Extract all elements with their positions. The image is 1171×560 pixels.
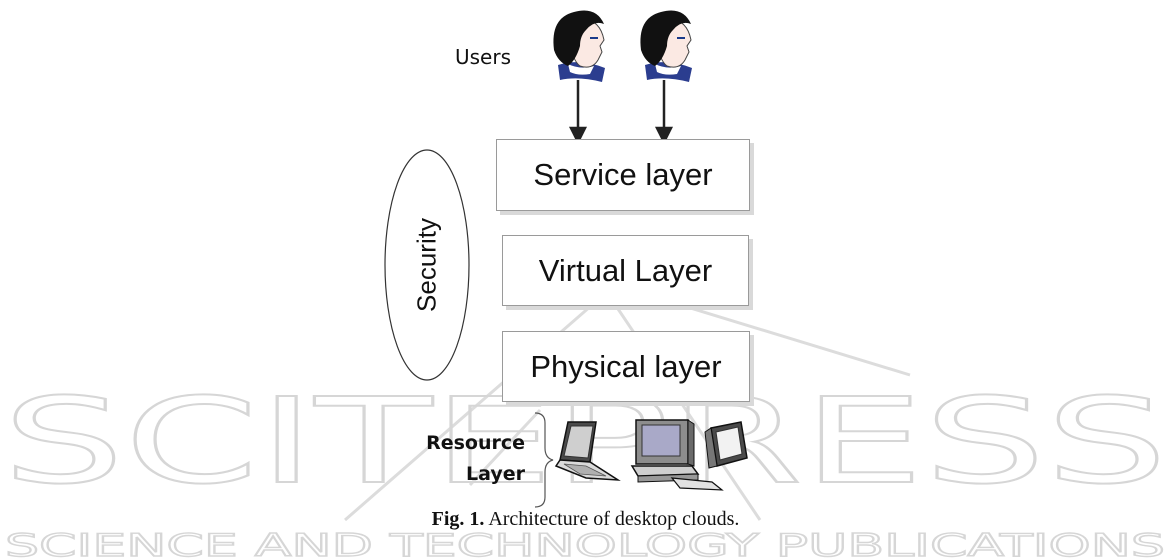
physical-layer-box: Physical layer bbox=[502, 331, 750, 402]
caption-text: Architecture of desktop clouds. bbox=[484, 508, 740, 530]
service-layer-box: Service layer bbox=[496, 139, 750, 211]
laptop-icon bbox=[554, 421, 621, 481]
resource-bracket bbox=[534, 412, 554, 508]
arrow bbox=[568, 80, 588, 145]
resource-label-line2: Layer bbox=[466, 463, 525, 485]
watermark-small: SCIENCE AND TECHNOLOGY PUBLICATIONS bbox=[5, 528, 1165, 560]
arrow bbox=[654, 80, 674, 145]
virtual-layer-label: Virtual Layer bbox=[538, 252, 713, 288]
users-label: Users bbox=[455, 45, 512, 69]
security-label: Security bbox=[411, 218, 442, 312]
security-ellipse bbox=[384, 149, 470, 381]
resource-label-line1: Resource bbox=[426, 432, 525, 454]
service-layer-label: Service layer bbox=[533, 157, 713, 192]
desktop-computer-icon bbox=[630, 419, 724, 491]
figure-caption: Fig. 1. Architecture of desktop clouds. bbox=[0, 508, 1171, 531]
caption-prefix: Fig. 1. bbox=[431, 508, 485, 530]
monitor-icon bbox=[704, 421, 748, 469]
physical-layer-label: Physical layer bbox=[530, 348, 722, 384]
virtual-layer-box: Virtual Layer bbox=[502, 235, 749, 306]
user-icon bbox=[640, 10, 692, 82]
user-icon bbox=[553, 10, 605, 82]
